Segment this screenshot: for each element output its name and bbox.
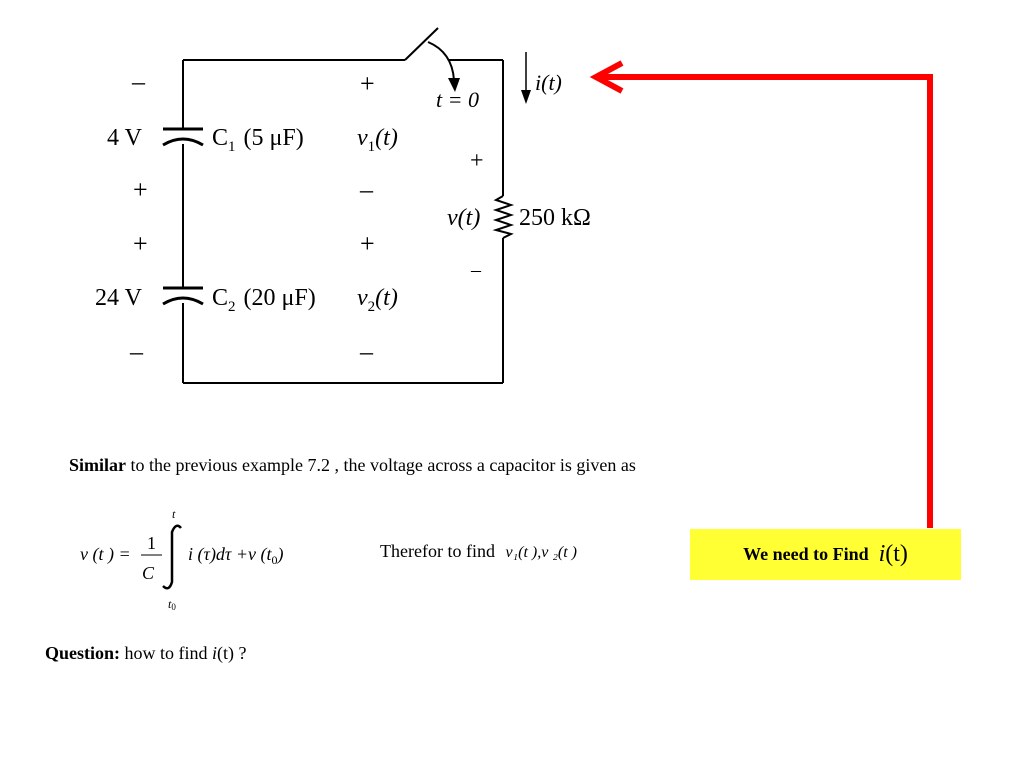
c2-source-value: 24 V [95, 285, 143, 311]
svg-text:t: t [172, 507, 176, 521]
similar-statement: Similar to the previous example 7.2 , th… [69, 455, 636, 476]
svg-text:t0: t0 [168, 597, 176, 612]
therefor-math: v₁(t ),v ₂(t ) [505, 544, 577, 561]
v1-minus: – [359, 175, 374, 204]
current-arrow-head [521, 90, 531, 104]
circuit-wires [182, 27, 504, 384]
resistor-symbol [492, 195, 515, 239]
red-pointer-arrow [589, 60, 933, 528]
v2-label: v2(t) [357, 285, 398, 315]
v2-minus: – [359, 337, 374, 366]
callout-text: We need to Find [743, 544, 869, 564]
c1-source-plus: + [133, 175, 148, 204]
capacitor-voltage-formula: v (t ) = 1 C t t0 i (τ)dτ +v (t0) [80, 507, 284, 612]
svg-text:C: C [142, 563, 155, 583]
svg-text:1: 1 [147, 533, 156, 553]
therefor-statement: Therefor to find v₁(t ),v ₂(t ) [380, 541, 577, 562]
v1-label: v1(t) [357, 125, 398, 155]
capacitor-c2-symbol [162, 286, 204, 306]
resistor-value: 250 kΩ [519, 205, 591, 231]
resistor-v-minus: – [470, 259, 482, 281]
c2-source-minus: – [129, 337, 144, 366]
question-rest: how to find [120, 643, 213, 663]
capacitor-c1-symbol [162, 127, 204, 147]
switch-blade [404, 27, 439, 61]
svg-text:v (t ) =: v (t ) = [80, 544, 131, 565]
integral-sign [162, 524, 182, 590]
similar-rest: to the previous example 7.2 , the voltag… [126, 455, 636, 475]
similar-bold: Similar [69, 455, 126, 475]
svg-text:i (τ)dτ +v (t0): i (τ)dτ +v (t0) [188, 544, 284, 567]
callout-var: i(t) [878, 541, 908, 567]
resistor-v-plus: + [470, 148, 484, 174]
resistor-v-label: v(t) [447, 205, 480, 231]
question-statement: Question: how to find i(t) ? [45, 643, 247, 664]
question-end: (t) ? [217, 643, 247, 663]
find-current-callout: We need to Find i(t) [690, 529, 961, 580]
switch-arrow [427, 41, 455, 81]
therefor-text: Therefor to find [380, 541, 495, 561]
v1-plus: + [360, 69, 375, 98]
question-bold: Question: [45, 643, 121, 663]
switch-arrow-head [448, 78, 460, 92]
question-var: i [212, 643, 218, 663]
current-label: i(t) [535, 70, 562, 95]
c1-label: C1(5 μF) [212, 125, 304, 155]
c1-source-value: 4 V [107, 125, 143, 151]
switch-label: t = 0 [436, 87, 479, 112]
c2-label: C2(20 μF) [212, 285, 316, 315]
c1-source-minus: – [131, 67, 146, 96]
c2-source-plus: + [133, 229, 148, 258]
v2-plus: + [360, 229, 375, 258]
